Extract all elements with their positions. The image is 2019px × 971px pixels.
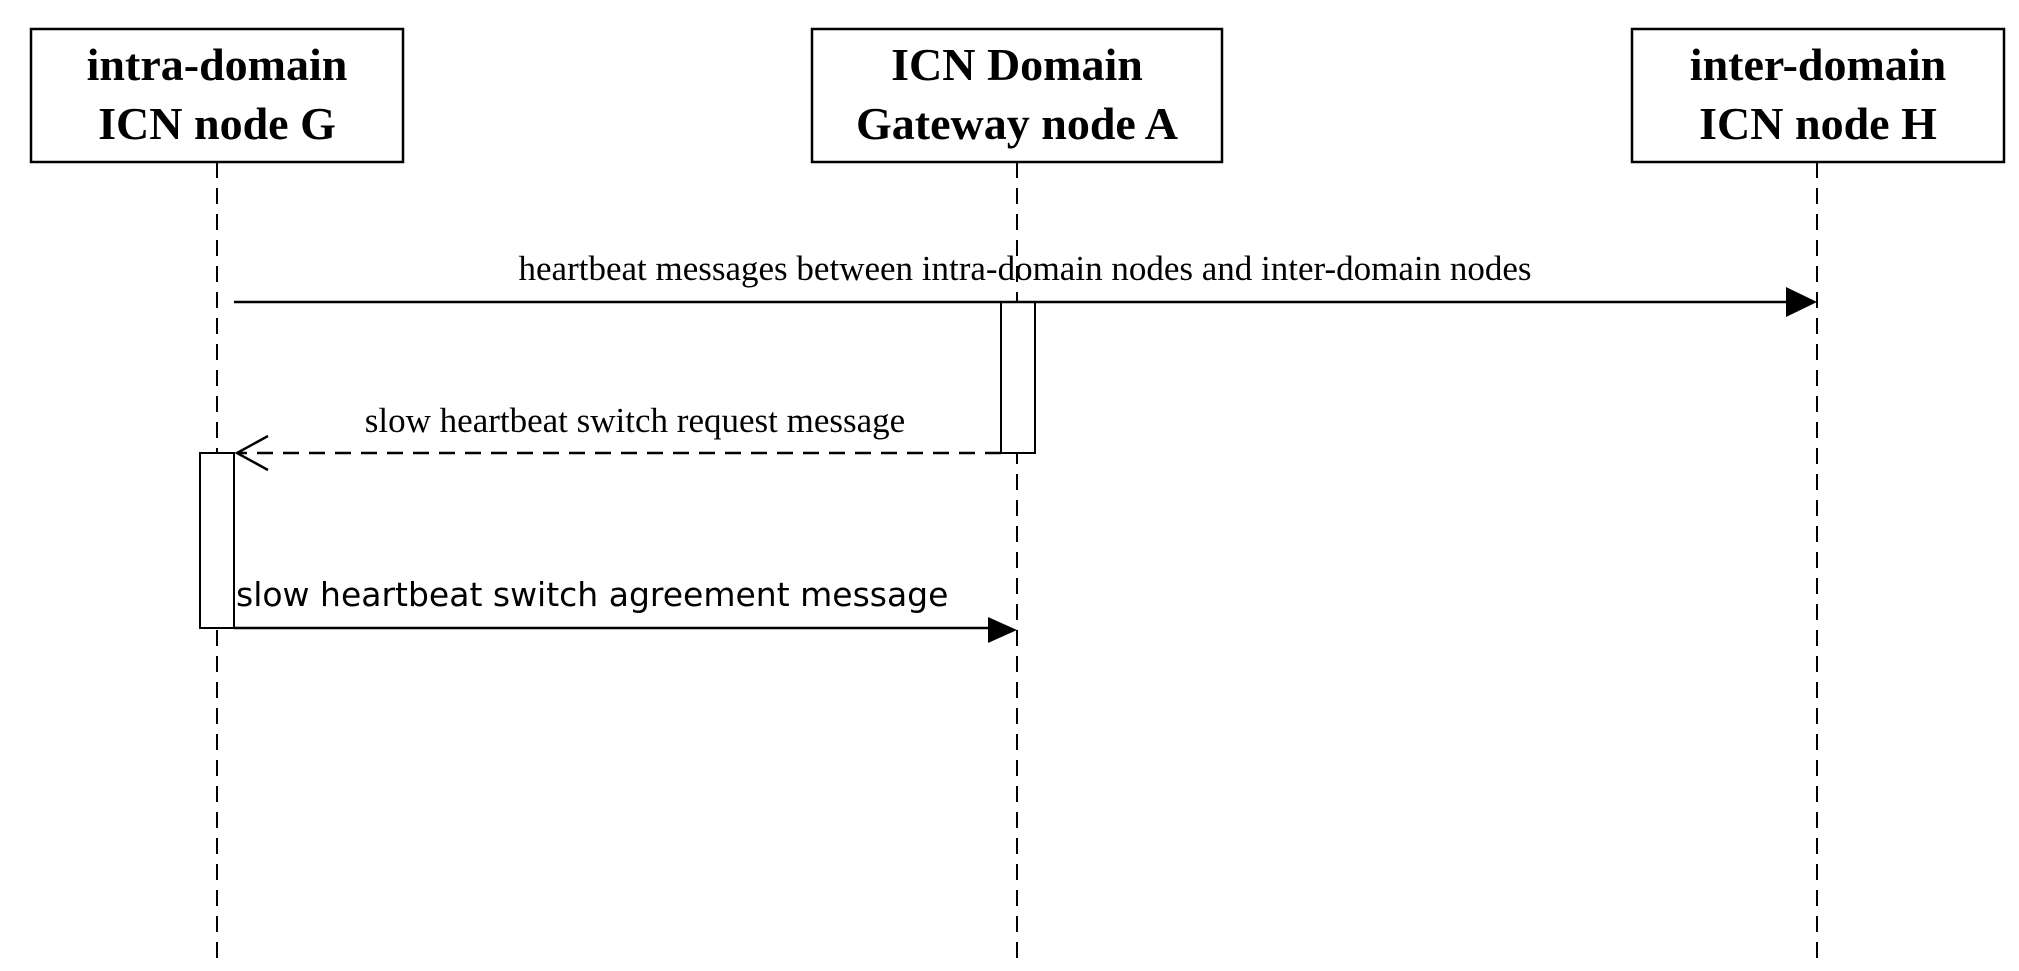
- participant-a-line2: Gateway node A: [856, 98, 1178, 149]
- participant-h-line2: ICN node H: [1699, 98, 1937, 149]
- message-heartbeat-label: heartbeat messages between intra-domain …: [519, 249, 1532, 288]
- message-switch-agreement-label: slow heartbeat switch agreement message: [236, 575, 948, 614]
- participant-gateway-node-a: ICN Domain Gateway node A: [810, 27, 1224, 164]
- activation-bar-node-g: [199, 452, 235, 629]
- message-switch-agreement: slow heartbeat switch agreement message: [234, 575, 1017, 643]
- message-switch-request-label: slow heartbeat switch request message: [365, 401, 905, 440]
- participant-g-line1: intra-domain: [87, 39, 348, 90]
- participant-intra-domain-node-g: intra-domain ICN node G: [29, 27, 405, 164]
- message-switch-agreement-arrowhead: [988, 617, 1017, 643]
- activation-bar-gateway-a: [1000, 301, 1036, 454]
- participant-box-h: [1630, 27, 2006, 164]
- message-heartbeat: heartbeat messages between intra-domain …: [234, 249, 1817, 317]
- participant-a-line1: ICN Domain: [891, 39, 1143, 90]
- message-switch-request-arrowhead: [234, 434, 269, 472]
- participant-g-line2: ICN node G: [98, 98, 336, 149]
- participant-box-a: [810, 27, 1224, 164]
- participant-h-line1: inter-domain: [1690, 39, 1946, 90]
- message-switch-request: slow heartbeat switch request message: [234, 401, 1001, 472]
- message-heartbeat-arrowhead: [1786, 287, 1817, 317]
- participant-box-g: [29, 27, 405, 164]
- participant-inter-domain-node-h: inter-domain ICN node H: [1630, 27, 2006, 164]
